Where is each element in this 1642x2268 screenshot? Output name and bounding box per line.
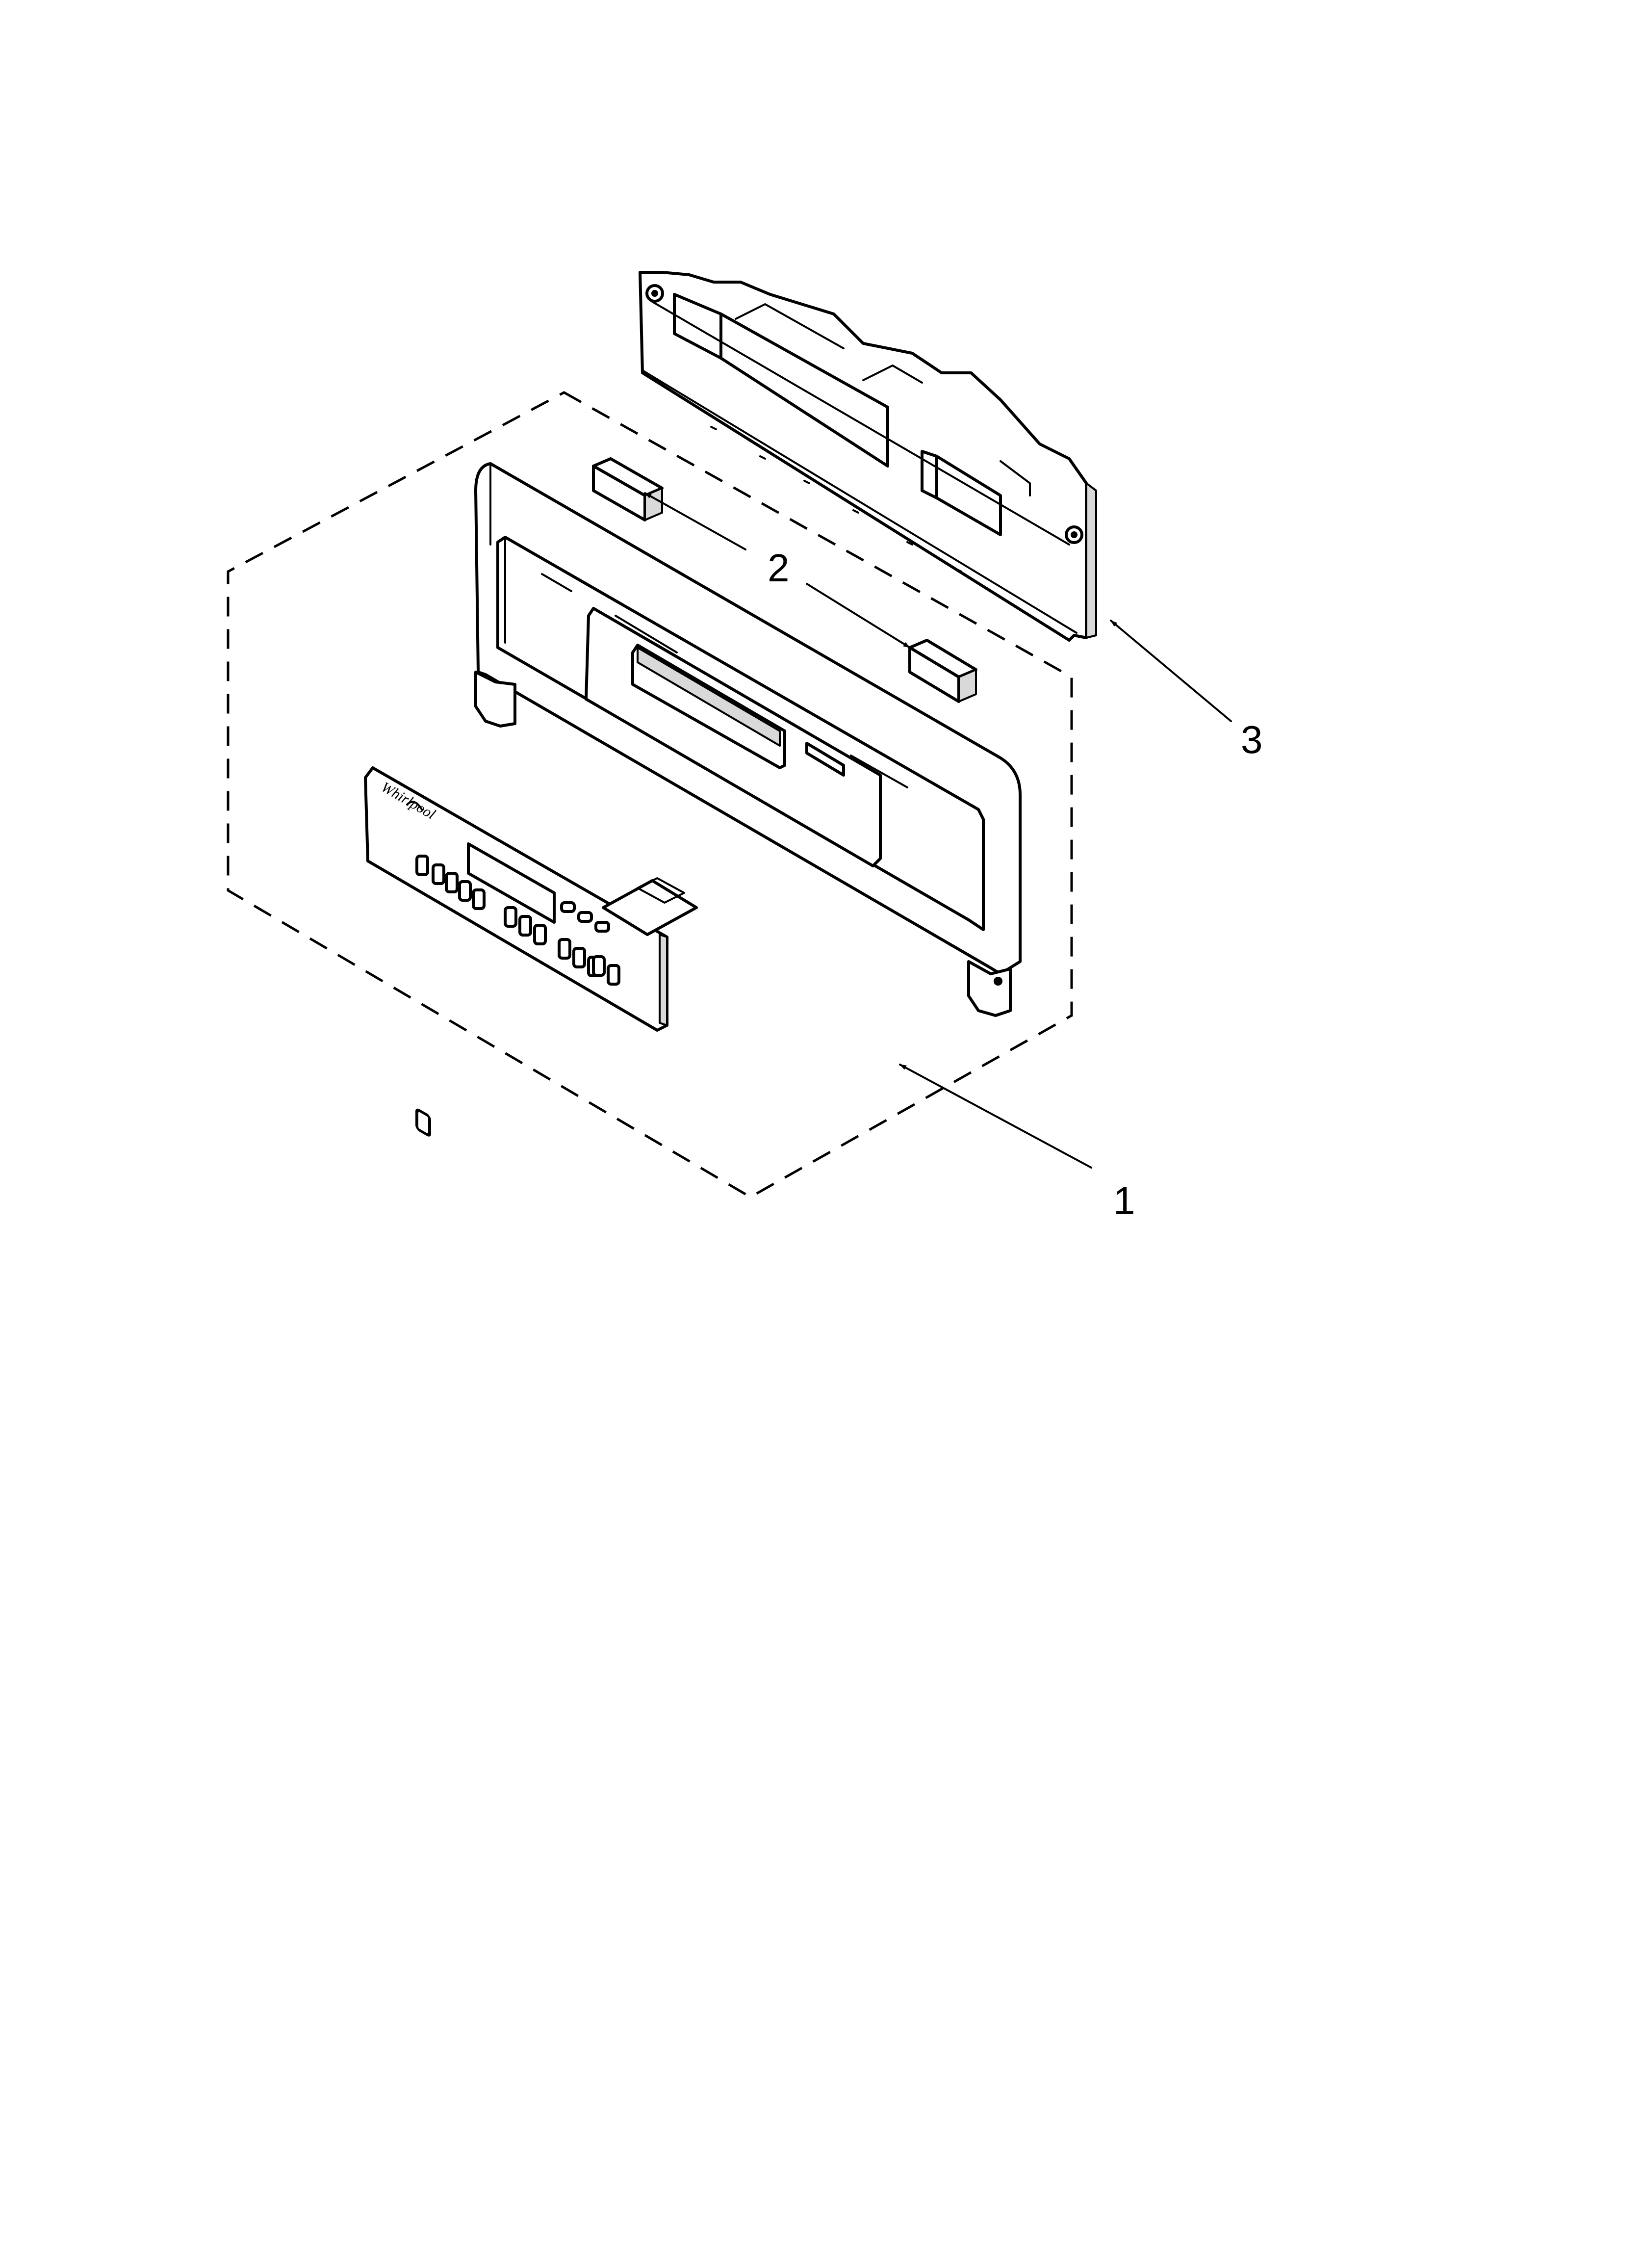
spacer-block-left — [592, 457, 664, 521]
keypad-key — [558, 938, 571, 960]
callout-part3: 3 — [1241, 718, 1263, 761]
keypad-key — [415, 855, 429, 876]
keypad-key — [472, 888, 486, 910]
keypad-key — [504, 906, 517, 928]
assembly-dashed-boundary — [227, 391, 1073, 1199]
keypad-key — [594, 921, 610, 933]
callout-part2: 2 — [768, 546, 790, 590]
rear-panel-housing — [639, 271, 1097, 642]
spacer-block-right — [908, 639, 977, 703]
keypad-key — [518, 915, 532, 937]
keypad-key — [445, 872, 459, 893]
leader-line-part3 — [1110, 620, 1232, 722]
keypad-key — [458, 880, 472, 902]
leader-line-part2-left — [644, 492, 746, 550]
keypad-key — [607, 964, 620, 986]
keypad-key — [533, 924, 547, 945]
keypad-key — [560, 901, 576, 913]
leader-line-part1 — [899, 1064, 1092, 1169]
keypad-overlay: Whirlpool — [364, 766, 698, 1137]
keypad-key — [577, 911, 593, 923]
keypad-key — [592, 955, 606, 977]
callout-part1: 1 — [1113, 1179, 1135, 1223]
keypad-key — [432, 863, 445, 885]
control-panel-bezel — [474, 462, 1022, 1017]
keypad-key — [572, 947, 586, 968]
leader-line-part2-right — [806, 583, 911, 649]
